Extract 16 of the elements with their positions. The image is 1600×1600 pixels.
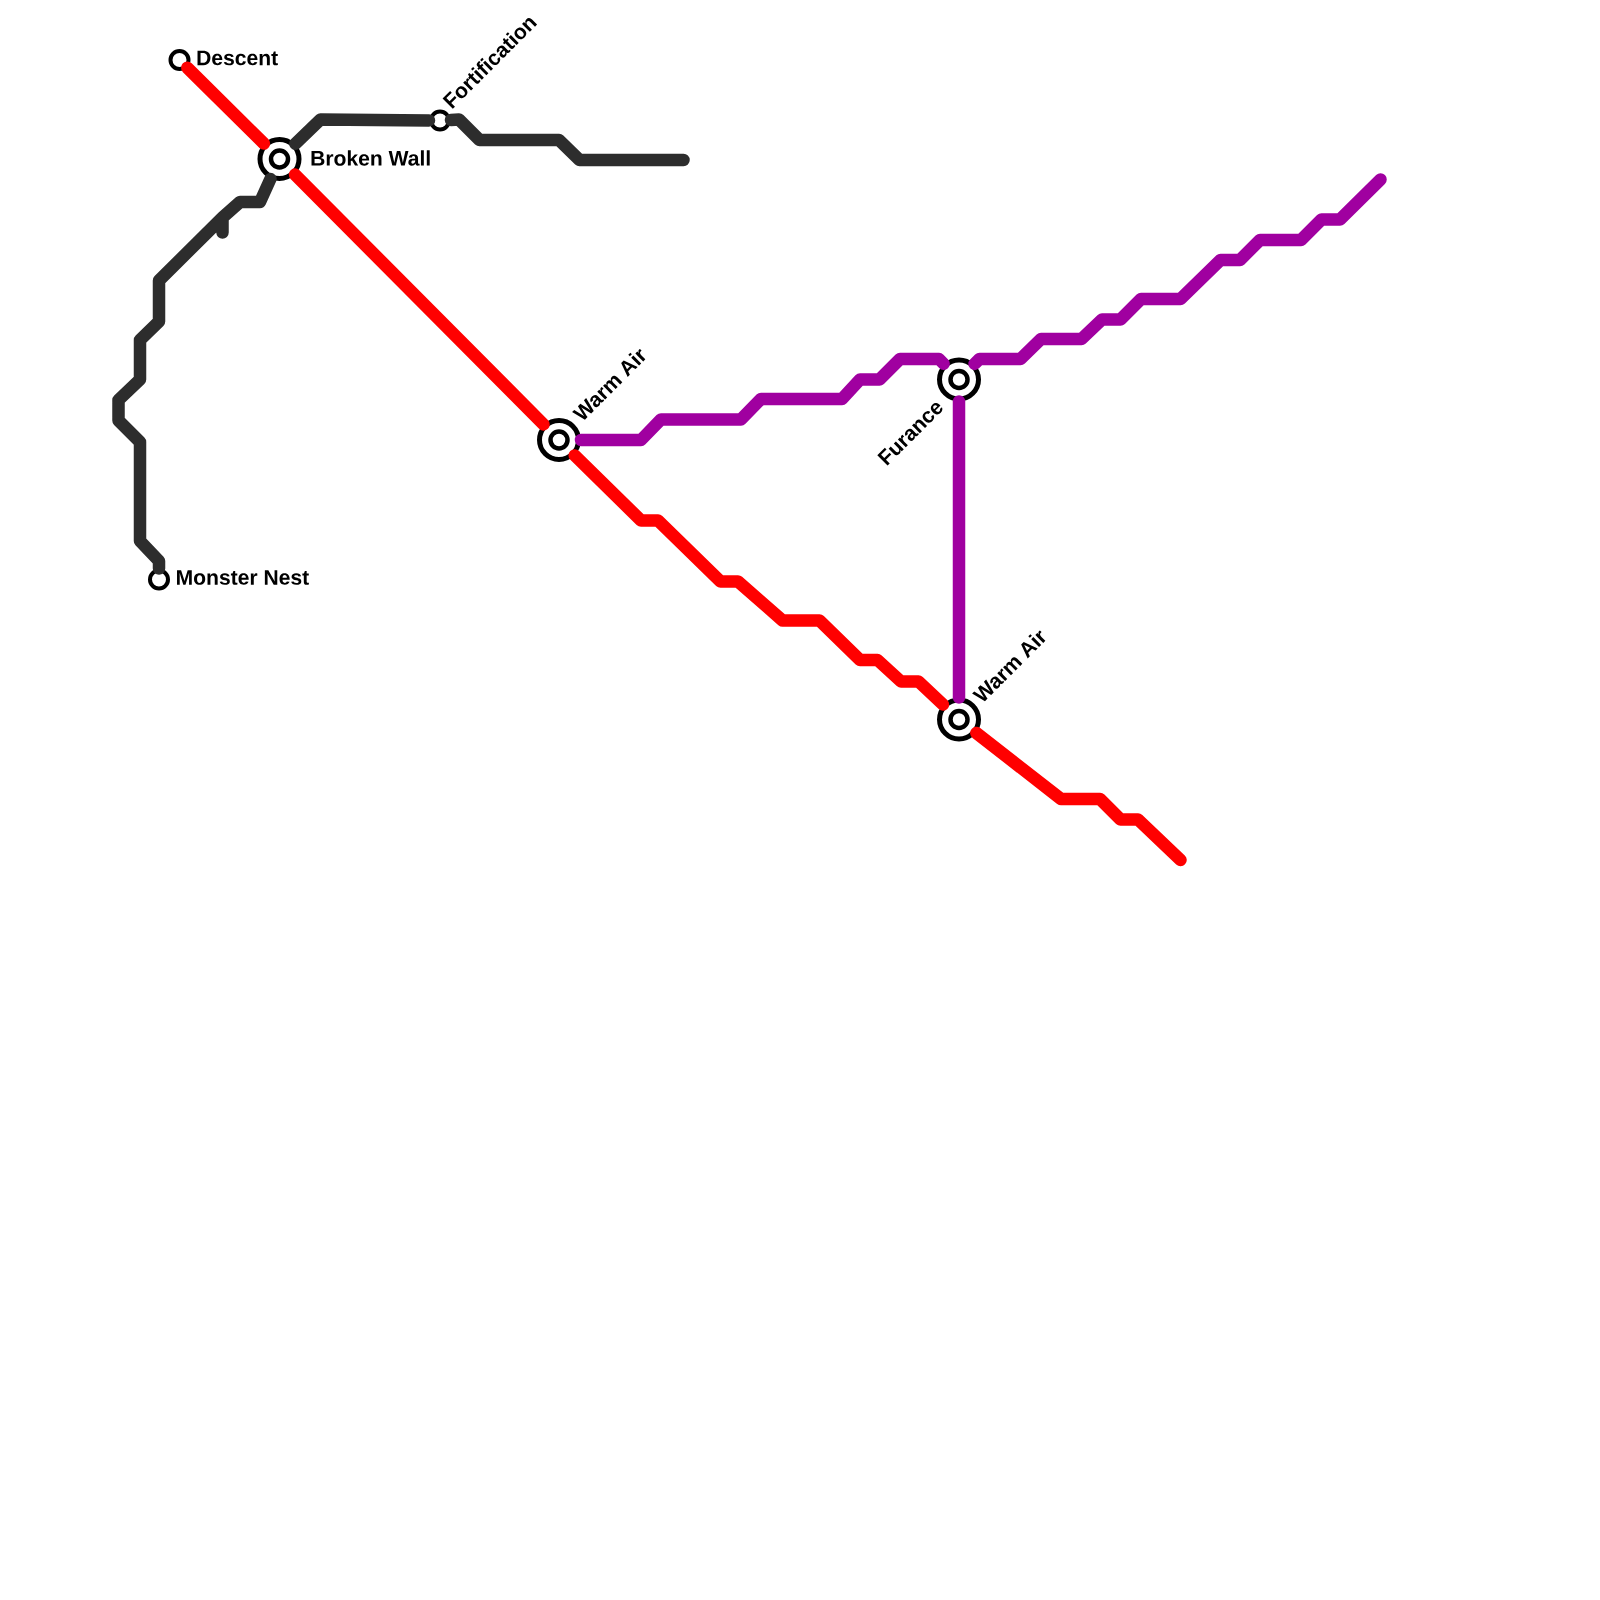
node-label: Broken Wall <box>311 150 430 166</box>
metro-line <box>444 113 690 167</box>
metro-line <box>288 168 550 431</box>
metro-line <box>968 173 1387 371</box>
metro-line <box>970 726 1187 867</box>
metro-line <box>289 113 436 150</box>
station: Broken Wall <box>257 137 430 181</box>
station: Descent <box>168 49 278 71</box>
metro-line <box>181 61 271 150</box>
metro-line <box>574 352 950 447</box>
metro-line <box>568 449 950 711</box>
station: Monster Nest <box>148 568 309 591</box>
metro-line <box>952 395 966 704</box>
node-label: Monster Nest <box>177 570 309 585</box>
metro-line <box>112 172 277 575</box>
node-label: Descent <box>197 50 278 66</box>
